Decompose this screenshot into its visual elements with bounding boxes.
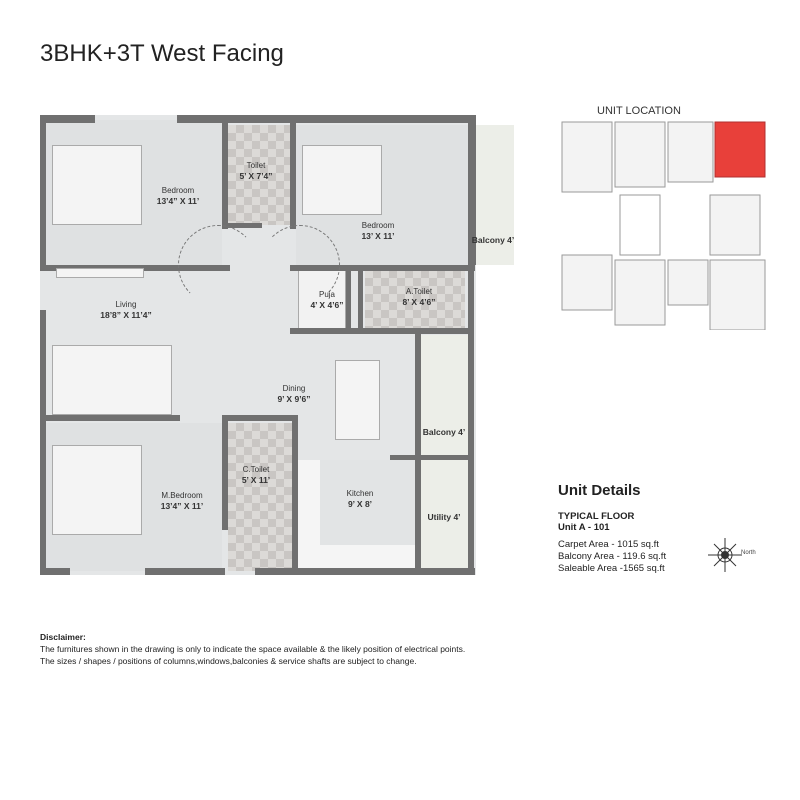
door-arc (178, 225, 258, 305)
kitchen-floor (320, 460, 415, 545)
wardrobe (56, 268, 144, 278)
room-label-utility: Utility 4’ (427, 512, 461, 522)
disclaimer-line: The sizes / shapes / positions of column… (40, 656, 417, 666)
bed-2 (302, 145, 382, 215)
disclaimer-line: The furnitures shown in the drawing is o… (40, 644, 466, 654)
floor-label: TYPICAL FLOOR (558, 511, 635, 522)
key-plan-title: UNIT LOCATION (597, 105, 681, 117)
a-toilet-floor (365, 270, 465, 330)
disclaimer-heading: Disclaimer: (40, 632, 86, 642)
carpet-area: Carpet Area - 1015 sq.ft (558, 539, 659, 550)
compass-icon: North (705, 535, 765, 575)
page-title: 3BHK+3T West Facing (40, 40, 284, 67)
sofa (52, 345, 172, 415)
unit-details-heading: Unit Details (558, 482, 641, 499)
master-bed (52, 445, 142, 535)
key-plan (561, 121, 766, 330)
room-label-balcony-mid: Balcony 4’ (422, 427, 466, 437)
balcony-mid-floor (420, 335, 468, 455)
highlighted-unit (714, 121, 766, 178)
disclaimer: Disclaimer: The furnitures shown in the … (40, 631, 465, 667)
unit-details: Unit Details TYPICAL FLOOR Unit A - 101 … (558, 482, 666, 575)
room-label-balcony-top: Balcony 4’ (471, 235, 515, 245)
balcony-area: Balcony Area - 119.6 sq.ft (558, 551, 667, 562)
dining-table (335, 360, 380, 440)
utility-floor (420, 460, 468, 568)
toilet-floor (228, 125, 290, 225)
bed-1 (52, 145, 142, 225)
north-label: North (741, 550, 756, 556)
unit-label: Unit A - 101 (558, 522, 610, 533)
saleable-area: Saleable Area -1565 sq.ft (558, 563, 665, 574)
c-toilet-floor (228, 423, 292, 571)
balcony-top-floor (472, 125, 514, 265)
door-arc (260, 225, 340, 305)
